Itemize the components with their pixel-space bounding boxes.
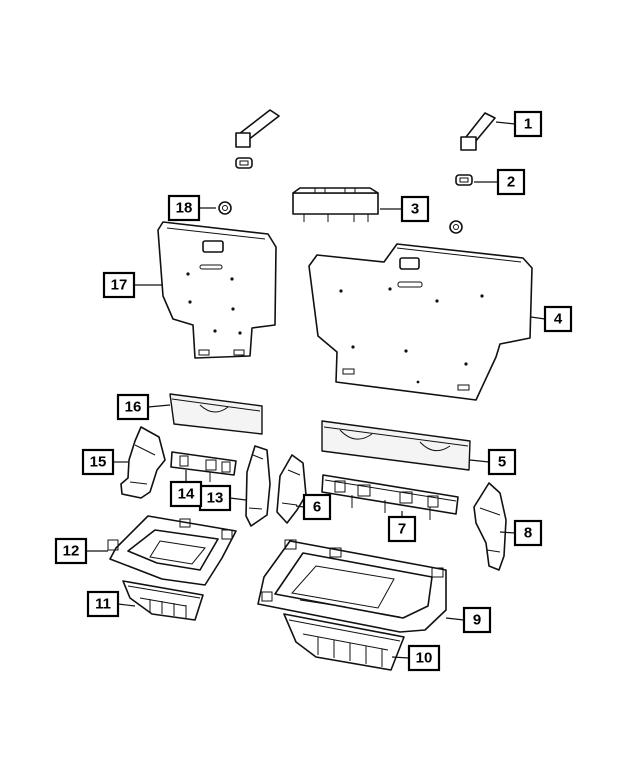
callout-label-16: 16 xyxy=(125,399,142,416)
leader-4 xyxy=(530,316,546,320)
part-12-seat-frame-left xyxy=(107,515,237,586)
leader-1 xyxy=(495,121,516,125)
part-16-trim-panel-left xyxy=(169,393,263,435)
callout-label-4: 4 xyxy=(554,311,563,328)
leader-9 xyxy=(445,617,465,621)
callout-1: 1 xyxy=(513,110,543,138)
callout-2: 2 xyxy=(496,168,526,196)
leader-5 xyxy=(469,459,490,463)
part-14-bracket xyxy=(170,451,237,482)
part-6-side-trim-right-inner xyxy=(276,454,307,524)
leader-6 xyxy=(295,505,305,508)
part-8-side-trim-right-outer xyxy=(473,482,507,571)
part-1-strap-right xyxy=(460,112,496,151)
callout-label-11: 11 xyxy=(95,596,111,613)
callout-7: 7 xyxy=(387,515,417,543)
callout-label-15: 15 xyxy=(90,454,107,471)
callout-label-7: 7 xyxy=(398,521,406,538)
leader-10 xyxy=(391,656,410,659)
part-7-bracket xyxy=(321,474,459,520)
part-1-strap-left xyxy=(235,109,280,148)
callout-label-8: 8 xyxy=(524,525,532,542)
leader-8 xyxy=(499,531,516,534)
callout-11: 11 xyxy=(86,590,120,618)
part-9-seat-frame-right xyxy=(257,539,447,633)
callout-14: 14 xyxy=(169,480,203,508)
part-11-under-seat-tray-left xyxy=(122,580,204,621)
callout-label-17: 17 xyxy=(111,277,128,294)
callout-13: 13 xyxy=(198,484,232,512)
leader-11 xyxy=(117,603,136,607)
callout-16: 16 xyxy=(116,393,150,421)
part-4-seatback-panel-right xyxy=(308,243,533,401)
callout-9: 9 xyxy=(462,606,492,634)
part-15-side-trim-left xyxy=(120,426,166,499)
callout-18: 18 xyxy=(167,194,201,222)
callout-label-6: 6 xyxy=(313,499,321,516)
part-18-grommet-right xyxy=(449,220,463,234)
callout-label-13: 13 xyxy=(207,490,224,507)
callout-label-18: 18 xyxy=(176,200,193,217)
callout-3: 3 xyxy=(400,195,430,223)
leader-16 xyxy=(147,404,171,408)
callout-17: 17 xyxy=(102,271,136,299)
part-10-under-seat-tray-right xyxy=(283,613,405,671)
callouts: 1 2 3 4 5 6 7 8 xyxy=(54,110,573,672)
callout-4: 4 xyxy=(543,305,573,333)
part-18-grommet-left xyxy=(218,201,232,215)
leader-lines xyxy=(86,121,546,659)
part-17-seatback-panel-left xyxy=(157,221,277,359)
callout-6: 6 xyxy=(302,493,332,521)
callout-label-9: 9 xyxy=(473,612,481,629)
part-2-clip-right xyxy=(455,174,473,186)
part-13-side-trim-center xyxy=(245,445,271,527)
callout-label-14: 14 xyxy=(178,486,195,503)
callout-15: 15 xyxy=(81,448,115,476)
part-5-trim-panel-right xyxy=(321,420,471,471)
leader-13 xyxy=(229,497,247,501)
callout-label-5: 5 xyxy=(498,454,506,471)
callout-12: 12 xyxy=(54,537,88,565)
callout-label-3: 3 xyxy=(411,201,419,218)
callout-10: 10 xyxy=(407,644,441,672)
part-3-latch-cover xyxy=(292,187,379,222)
part-2-clip-left xyxy=(235,157,253,169)
callout-label-10: 10 xyxy=(416,650,433,667)
callout-label-2: 2 xyxy=(507,174,515,191)
callout-8: 8 xyxy=(513,519,543,547)
callout-5: 5 xyxy=(487,448,517,476)
callout-label-1: 1 xyxy=(524,116,532,133)
callout-label-12: 12 xyxy=(63,543,80,560)
